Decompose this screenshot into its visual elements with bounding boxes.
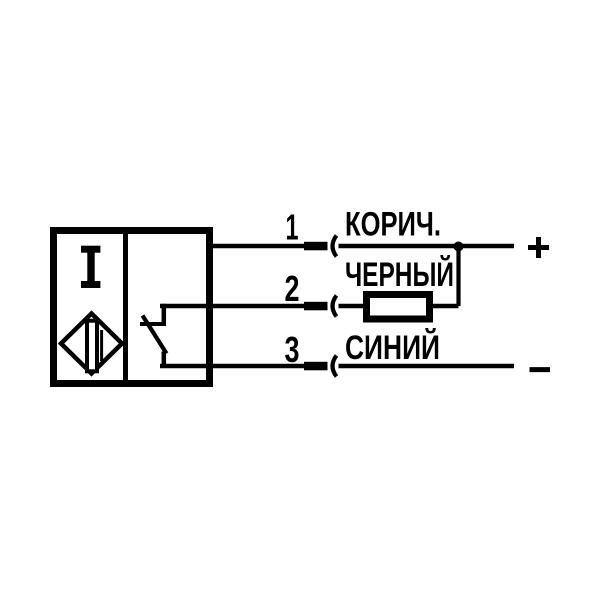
svg-text:2: 2 bbox=[285, 268, 300, 309]
svg-text:ЧЕРНЫЙ: ЧЕРНЫЙ bbox=[345, 255, 454, 294]
svg-text:1: 1 bbox=[286, 207, 299, 248]
svg-text:КОРИЧ.: КОРИЧ. bbox=[345, 205, 441, 243]
svg-text:3: 3 bbox=[285, 329, 300, 370]
svg-text:СИНИЙ: СИНИЙ bbox=[345, 328, 440, 367]
